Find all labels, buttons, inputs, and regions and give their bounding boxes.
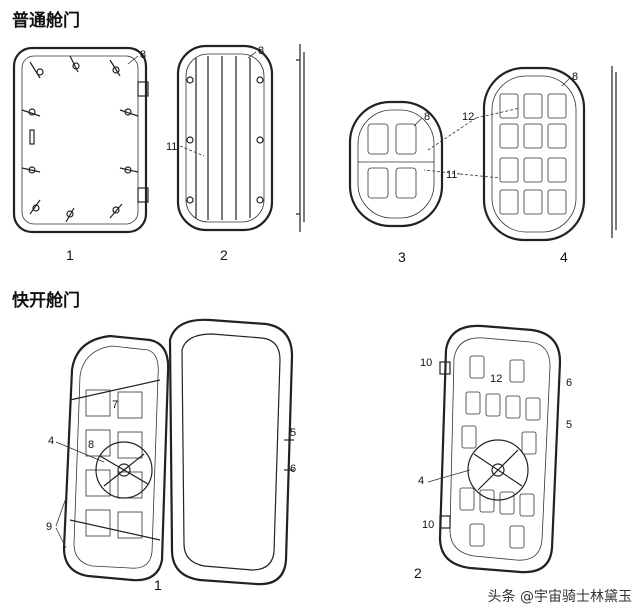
normal-door-4 bbox=[482, 66, 617, 242]
callout-4: 4 bbox=[418, 475, 424, 487]
callout-12: 12 bbox=[490, 373, 502, 385]
callout-5: 5 bbox=[566, 419, 572, 431]
figure-number: 2 bbox=[414, 565, 422, 581]
figure-number: 1 bbox=[66, 247, 74, 263]
callout-12: 12 bbox=[462, 111, 474, 123]
normal-door-1 bbox=[12, 46, 149, 234]
quick-door-2 bbox=[438, 324, 562, 574]
callout-4: 4 bbox=[48, 435, 54, 447]
callout-10: 10 bbox=[422, 519, 434, 531]
callout-8: 8 bbox=[258, 45, 264, 57]
callout-9: 9 bbox=[46, 521, 52, 533]
callout-8: 8 bbox=[88, 439, 94, 451]
callout-8: 8 bbox=[140, 49, 146, 61]
callout-5: 5 bbox=[290, 427, 296, 439]
figure-number: 3 bbox=[398, 249, 406, 265]
callout-11: 11 bbox=[446, 169, 457, 181]
normal-door-3 bbox=[348, 100, 444, 228]
callout-8: 8 bbox=[424, 111, 430, 123]
normal-door-2 bbox=[176, 44, 305, 232]
callout-8: 8 bbox=[572, 71, 578, 83]
callout-6: 6 bbox=[290, 463, 296, 475]
section-title-normal-doors: 普通舱门 bbox=[12, 11, 80, 31]
figure-number: 2 bbox=[220, 247, 228, 263]
callout-10: 10 bbox=[420, 357, 432, 369]
callout-11: 11 bbox=[166, 141, 177, 153]
callout-7: 7 bbox=[112, 399, 118, 411]
section-title-quick-doors: 快开舱门 bbox=[12, 291, 80, 311]
callout-6: 6 bbox=[566, 377, 572, 389]
watermark-text: 头条 @宇宙骑士林黛玉 bbox=[487, 589, 632, 605]
quick-door-1 bbox=[62, 318, 294, 586]
figure-number: 4 bbox=[560, 249, 568, 265]
figure-number: 1 bbox=[154, 577, 162, 593]
